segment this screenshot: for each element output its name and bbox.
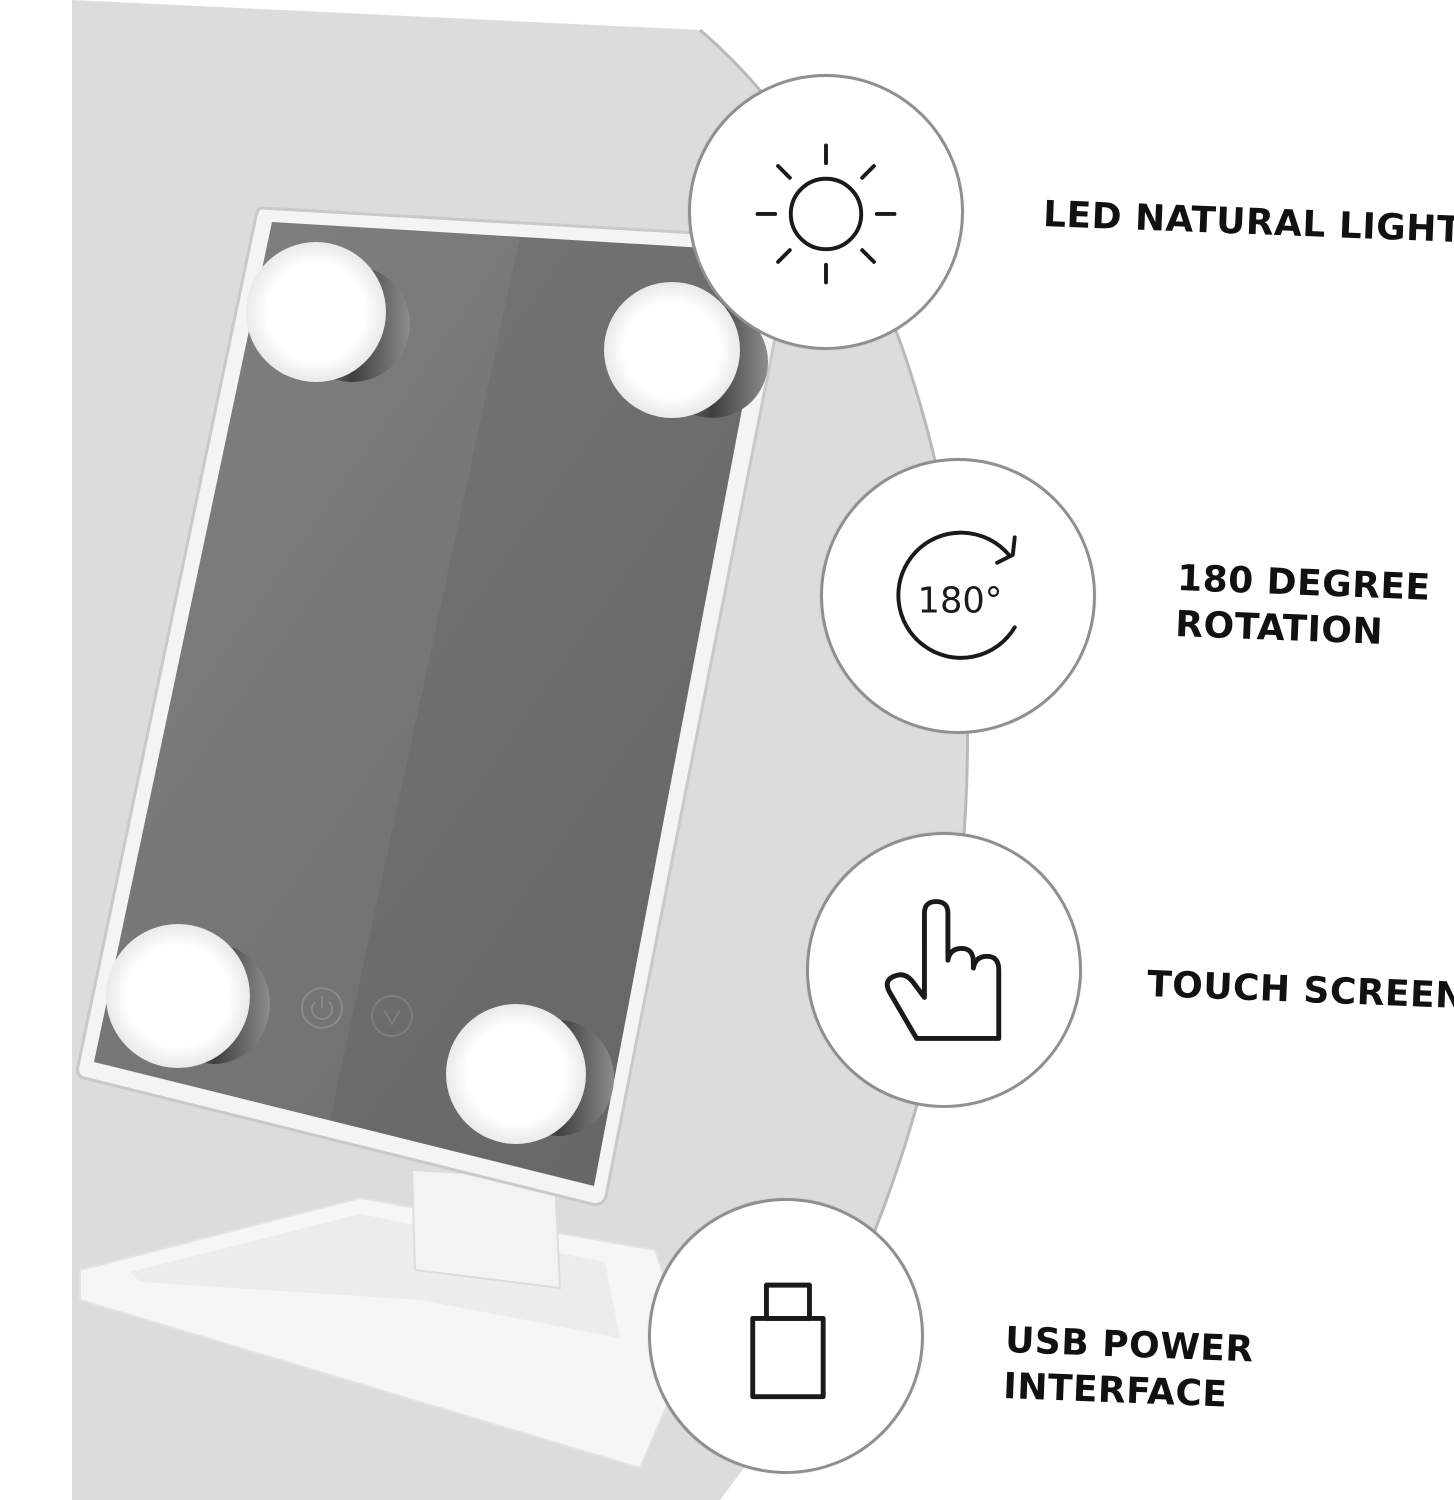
feature-label-rotation: 180 DEGREE ROTATION: [1174, 556, 1432, 658]
mirror-glass-reflection: [94, 222, 520, 1120]
bulb-top-right: [604, 282, 768, 418]
power-touch-icon: [301, 987, 343, 1029]
mode-touch-icon: [371, 995, 413, 1037]
rotation-icon-text: 180°: [918, 581, 1003, 622]
bulb-bottom-right: [446, 1004, 614, 1144]
mirror-glass: [94, 222, 772, 1186]
sun-icon: [755, 143, 897, 285]
feature-label-line: ROTATION: [1174, 603, 1384, 653]
bulb-top-left: [246, 242, 410, 382]
feature-circle-usb: [648, 1198, 924, 1474]
usb-plug-icon: [750, 1282, 826, 1400]
feature-label-usb: USB POWER INTERFACE: [1002, 1318, 1255, 1419]
feature-label-line: INTERFACE: [1002, 1365, 1229, 1416]
bulb-bottom-left: [106, 924, 270, 1068]
rotation-180-icon: 180°: [896, 530, 1017, 660]
feature-circle-led: [688, 74, 964, 350]
feature-circle-touch: [806, 832, 1082, 1108]
feature-circle-rotation: 180°: [820, 458, 1096, 734]
touch-hand-icon: [884, 899, 1002, 1041]
